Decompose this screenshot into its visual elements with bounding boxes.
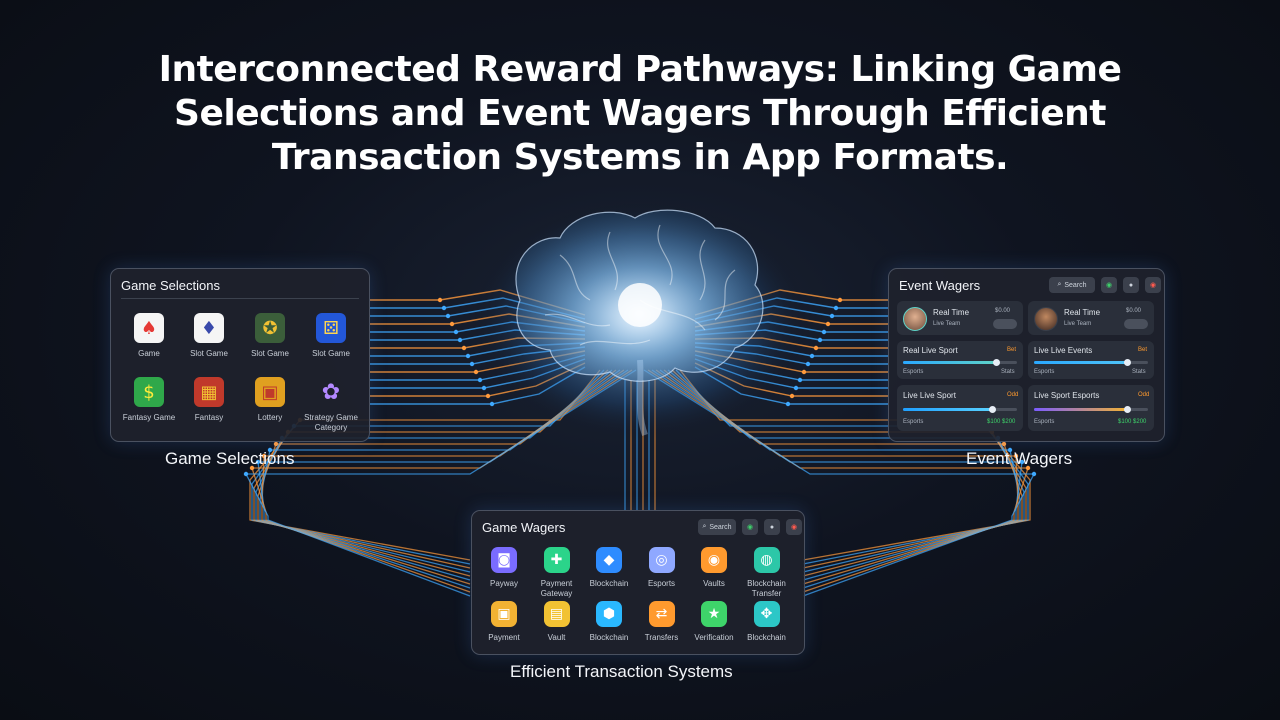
settings-icon[interactable]: ● — [1123, 277, 1139, 293]
tx-tile[interactable]: ◎ Esports — [636, 547, 688, 589]
transaction-caption: Efficient Transaction Systems — [510, 662, 733, 681]
tx-tile-label: Vault — [547, 633, 566, 642]
title-line-1: Interconnected Reward Pathways: Linking … — [158, 49, 1122, 90]
globe-icon: ◍ — [753, 547, 780, 573]
molecule-icon: ✿ — [321, 379, 341, 405]
toggle[interactable] — [1124, 319, 1148, 329]
event-wagers-panel: Event Wagers ⌕Search ◉ ● ◉ Real Time Liv… — [888, 268, 1165, 442]
slider-knob[interactable] — [988, 406, 996, 413]
tx-tile-label: Blockchain — [747, 633, 786, 642]
brain-graphic — [515, 209, 764, 437]
tx-tile-label: Payway — [489, 579, 518, 588]
vault-icon: ▤ — [543, 601, 570, 627]
dice-icon: ⚄ — [316, 313, 346, 343]
tx-tile-label: Esports — [647, 579, 676, 588]
tx-tile[interactable]: ▣ Payment — [478, 601, 530, 643]
game-panel-header: Game Selections — [121, 278, 220, 293]
transfer-icon: ⇄ — [648, 601, 675, 627]
game-selections-caption: Game Selections — [165, 449, 295, 468]
search-button[interactable]: ⌕Search — [1049, 277, 1095, 293]
tx-tile-label: Vaults — [703, 579, 725, 588]
tx-tile[interactable]: ✥ Blockchain — [741, 601, 793, 643]
tx-tile[interactable]: ✚ Payment Gateway — [531, 547, 583, 599]
settings-icon[interactable]: ● — [764, 519, 780, 535]
game-selections-panel: Game Selections ♠ Game ♦ Slot Game ✪ Slo… — [110, 268, 370, 442]
money-icon: $ — [134, 377, 164, 407]
divider — [121, 298, 359, 299]
tx-tile-label: Blockchain — [589, 579, 629, 588]
live-card-1[interactable]: Real Time Live Team $0.00 — [897, 301, 1023, 335]
live-card-2[interactable]: Real Time Live Team $0.00 — [1028, 301, 1154, 335]
title-line-3: Transaction Systems in App Formats. — [271, 137, 1009, 178]
treasure-icon: ▣ — [255, 377, 285, 407]
game-tile-slot-game-3[interactable]: ⚄ Slot Game — [301, 313, 361, 359]
tx-panel-header: Game Wagers — [482, 520, 566, 535]
wallet-icon: ▣ — [491, 601, 517, 627]
tx-tile[interactable]: ◙ Payway — [478, 547, 530, 589]
tx-tile[interactable]: ◉ Vaults — [688, 547, 740, 589]
nodes-icon: ✥ — [753, 601, 780, 627]
tx-tile[interactable]: ◍ Blockchain Transfer — [741, 547, 793, 599]
search-icon: ⌕ — [702, 523, 707, 530]
tx-tile[interactable]: ⇄ Transfers — [636, 601, 688, 643]
game-tile-game[interactable]: ♠ Game — [119, 313, 179, 359]
game-tile-fantasy-game[interactable]: $ Fantasy Game — [119, 377, 179, 423]
chrome-icon[interactable]: ◉ — [742, 519, 758, 535]
tx-tile-label: Verification — [694, 633, 734, 642]
page-title: Interconnected Reward Pathways: Linking … — [0, 48, 1280, 180]
hexagon-icon: ⬢ — [596, 601, 622, 627]
tx-tile-label: Blockchain — [589, 633, 629, 642]
slider-card-3: Live Live Sport Odd Esports $100 $200 — [897, 385, 1023, 431]
game-tile-fantasy[interactable]: ▦ Fantasy — [179, 377, 239, 423]
title-line-2: Selections and Event Wagers Through Effi… — [174, 93, 1106, 134]
avatar — [903, 307, 927, 331]
game-tile-strategy[interactable]: ✿ Strategy Game Category — [301, 377, 361, 433]
game-tile-slot-game[interactable]: ♦ Slot Game — [179, 313, 239, 359]
slider-card-2: Live Live Events Bet Esports Stats — [1028, 341, 1154, 379]
tx-tile[interactable]: ★ Verification — [688, 601, 740, 643]
slider-knob[interactable] — [1124, 406, 1132, 413]
game-tile-slot-game-2[interactable]: ✪ Slot Game — [240, 313, 300, 359]
tx-tile-label: Blockchain Transfer — [747, 579, 786, 598]
event-wagers-caption: Event Wagers — [966, 449, 1073, 468]
shield-icon: ✚ — [543, 547, 570, 573]
tx-tile-label: Payment Gateway — [540, 579, 573, 598]
transaction-panel: Game Wagers ⌕Search ◉ ● ◉ ◙ Payway ✚ Paymen… — [471, 510, 805, 655]
notification-icon[interactable]: ◉ — [786, 519, 802, 535]
notification-icon[interactable]: ◉ — [1145, 277, 1161, 293]
tx-tile-label: Payment — [488, 633, 520, 642]
event-panel-header: Event Wagers — [899, 278, 981, 293]
tx-tile-label: Transfers — [644, 633, 679, 642]
cards-icon: ♠ — [134, 313, 164, 343]
slider-card-1: Real Live Sport Bet Esports Stats — [897, 341, 1023, 379]
tx-tile[interactable]: ◆ Blockchain — [583, 547, 635, 589]
slider-knob[interactable] — [1124, 359, 1132, 366]
camera-icon: ◙ — [491, 547, 517, 573]
chrome-icon[interactable]: ◉ — [1101, 277, 1117, 293]
tx-tile[interactable]: ⬢ Blockchain — [583, 601, 635, 643]
search-button[interactable]: ⌕Search — [698, 519, 736, 535]
avatar — [1034, 307, 1058, 331]
star-icon: ★ — [701, 601, 727, 627]
cube-icon: ◆ — [596, 547, 622, 573]
search-icon: ⌕ — [1057, 281, 1062, 288]
slider-card-4: Live Sport Esports Odd Esports $100 $200 — [1028, 385, 1154, 431]
slider-knob[interactable] — [993, 359, 1001, 366]
game-tile-lottery[interactable]: ▣ Lottery — [240, 377, 300, 423]
cards-icon: ♦ — [194, 313, 224, 343]
slot-reel-icon: ▦ — [194, 377, 224, 407]
target-icon: ◎ — [648, 547, 675, 573]
ring-icon: ◉ — [701, 547, 727, 573]
slot-machine-icon: ✪ — [255, 313, 285, 343]
toggle[interactable] — [993, 319, 1017, 329]
tx-tile[interactable]: ▤ Vault — [531, 601, 583, 643]
